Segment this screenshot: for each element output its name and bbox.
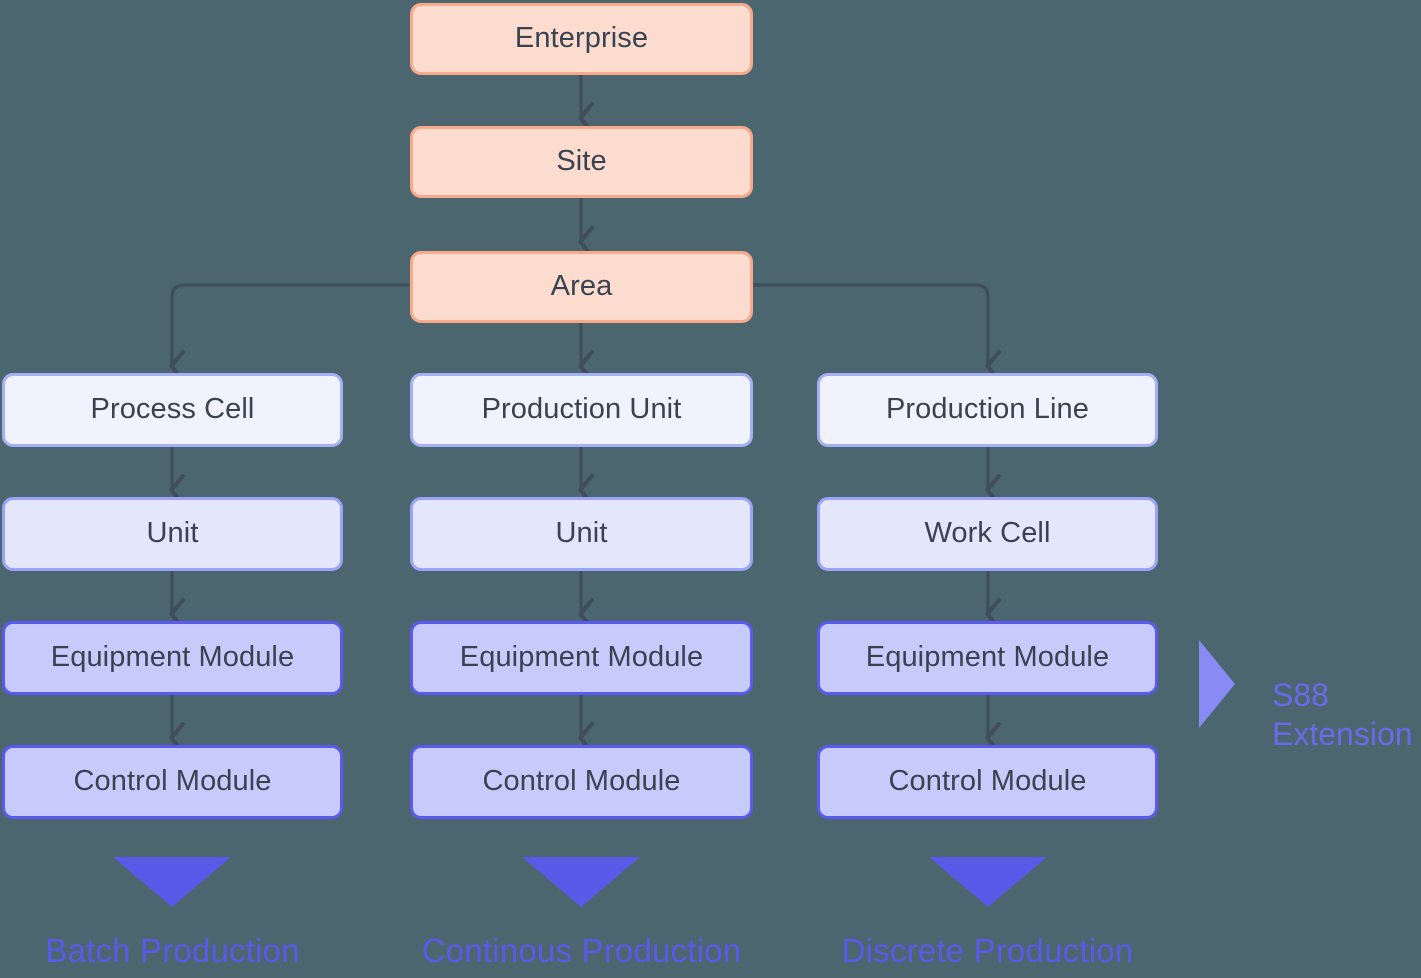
node-production-line-label: Production Line: [885, 393, 1090, 426]
node-process-cell[interactable]: Process Cell: [2, 373, 343, 447]
node-equipment-module-batch[interactable]: Equipment Module: [2, 621, 343, 695]
node-production-unit-label: Production Unit: [481, 393, 682, 426]
node-enterprise[interactable]: Enterprise: [410, 3, 753, 75]
node-process-cell-label: Process Cell: [90, 393, 255, 426]
node-control-module-batch-label: Control Module: [73, 765, 272, 798]
node-unit-batch-label: Unit: [146, 517, 199, 550]
node-unit-continuous-label: Unit: [555, 517, 608, 550]
outcome-label-continuous: Continous Production: [410, 932, 753, 970]
node-production-line[interactable]: Production Line: [817, 373, 1158, 447]
node-equipment-module-batch-label: Equipment Module: [50, 641, 295, 674]
node-equipment-module-continuous-label: Equipment Module: [459, 641, 704, 674]
node-control-module-discrete[interactable]: Control Module: [817, 745, 1158, 819]
outcome-arrow-batch: [113, 857, 231, 907]
edge-area-production-line: [753, 283, 988, 366]
outcome-label-discrete-text: Discrete Production: [841, 932, 1134, 969]
node-control-module-discrete-label: Control Module: [888, 765, 1087, 798]
outcome-label-batch: Batch Production: [2, 932, 343, 970]
node-site[interactable]: Site: [410, 126, 753, 198]
outcome-label-continuous-text: Continous Production: [421, 932, 742, 969]
node-work-cell-label: Work Cell: [924, 517, 1051, 550]
node-site-label: Site: [556, 145, 607, 178]
node-equipment-module-continuous[interactable]: Equipment Module: [410, 621, 753, 695]
node-equipment-module-discrete-label: Equipment Module: [865, 641, 1110, 674]
node-control-module-continuous-label: Control Module: [482, 765, 681, 798]
edge-area-process-cell: [172, 283, 409, 366]
s88-extension-label: S88 Extension: [1272, 676, 1413, 754]
node-control-module-batch[interactable]: Control Module: [2, 745, 343, 819]
node-unit-continuous[interactable]: Unit: [410, 497, 753, 571]
s88-extension-arrow-icon: [1199, 640, 1235, 728]
outcome-label-batch-text: Batch Production: [45, 932, 300, 969]
node-unit-batch[interactable]: Unit: [2, 497, 343, 571]
node-enterprise-label: Enterprise: [514, 22, 649, 55]
outcome-arrow-continuous: [522, 857, 640, 907]
node-area-label: Area: [550, 270, 613, 303]
node-equipment-module-discrete[interactable]: Equipment Module: [817, 621, 1158, 695]
node-area[interactable]: Area: [410, 251, 753, 323]
node-control-module-continuous[interactable]: Control Module: [410, 745, 753, 819]
outcome-label-discrete: Discrete Production: [817, 932, 1158, 970]
outcome-arrow-discrete: [929, 857, 1047, 907]
s88-extension-line2: Extension: [1272, 716, 1413, 753]
node-production-unit[interactable]: Production Unit: [410, 373, 753, 447]
node-work-cell[interactable]: Work Cell: [817, 497, 1158, 571]
s88-extension-line1: S88: [1272, 677, 1329, 713]
